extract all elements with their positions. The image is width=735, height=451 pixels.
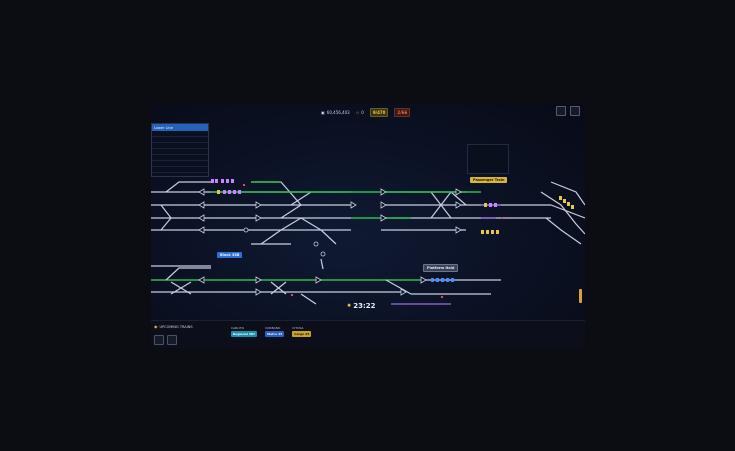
list-item[interactable]: CORBANO Metro 45 bbox=[265, 326, 285, 337]
lower-tracks bbox=[151, 258, 501, 305]
switch-tool-button[interactable] bbox=[167, 335, 177, 345]
score: ▣ 60,456,403 bbox=[321, 109, 350, 115]
sun-icon: ✹ bbox=[347, 303, 352, 309]
train-right-cluster[interactable] bbox=[481, 196, 574, 234]
track-network[interactable] bbox=[151, 104, 585, 320]
failure-badge[interactable]: 2/66 bbox=[394, 107, 411, 117]
train-blue-lower[interactable] bbox=[431, 278, 454, 282]
game-viewport[interactable]: ▣ 60,456,403 ☆ 0 9/470 2/66 Lower Line P… bbox=[151, 104, 585, 348]
train-yellow-upper[interactable] bbox=[217, 190, 241, 194]
signal-markers[interactable] bbox=[198, 188, 462, 296]
timetable-panel-header[interactable]: Lower Line bbox=[152, 124, 208, 131]
pause-button[interactable] bbox=[556, 106, 566, 116]
delay-badge[interactable]: 9/470 bbox=[369, 107, 389, 117]
top-bar: ▣ 60,456,403 ☆ 0 9/470 2/66 bbox=[321, 107, 411, 117]
train-tag: Cargo 25 bbox=[292, 331, 312, 337]
table-row bbox=[152, 161, 208, 167]
train-purple-upper[interactable] bbox=[211, 179, 234, 183]
game-clock: ✹ 23:22 bbox=[347, 302, 376, 310]
clock-icon: ◉ bbox=[154, 324, 158, 329]
table-row bbox=[152, 131, 208, 137]
train-code: CITOSA bbox=[292, 326, 304, 330]
train-label-passenger[interactable]: Passenger Train bbox=[470, 177, 508, 183]
table-row bbox=[152, 149, 208, 155]
junction-nodes[interactable] bbox=[243, 227, 408, 320]
purple-route bbox=[391, 204, 501, 305]
list-item[interactable]: CARLITO Regional 407 bbox=[231, 326, 258, 337]
train-tag: Metro 45 bbox=[265, 331, 285, 337]
upcoming-trains-bar: ◉ UPCOMING TRAINS CARLITO Regional 407 C… bbox=[151, 320, 585, 348]
platform-hold-label[interactable]: Platform Hold bbox=[423, 264, 459, 272]
block-signal-label[interactable]: Block 38B bbox=[217, 252, 243, 258]
side-indicator bbox=[579, 289, 582, 303]
timetable-panel[interactable]: Lower Line bbox=[151, 123, 209, 177]
list-item[interactable]: CITOSA Cargo 25 bbox=[292, 326, 312, 337]
star-icon: ☆ bbox=[355, 109, 360, 115]
money-icon: ▣ bbox=[321, 109, 325, 115]
table-row bbox=[152, 137, 208, 143]
train-code: CARLITO bbox=[231, 326, 244, 330]
train-code: CORBANO bbox=[265, 326, 281, 330]
table-row bbox=[152, 167, 208, 173]
train-tag: Regional 407 bbox=[231, 331, 258, 337]
table-row bbox=[152, 143, 208, 149]
platform-markers bbox=[243, 184, 503, 298]
route-tool-button[interactable] bbox=[154, 335, 164, 345]
upcoming-trains-title: ◉ UPCOMING TRAINS bbox=[154, 324, 193, 329]
upcoming-train-list: CARLITO Regional 407 CORBANO Metro 45 CI… bbox=[231, 326, 312, 337]
station-info-panel[interactable] bbox=[467, 144, 509, 174]
stars-counter: ☆ 0 bbox=[355, 109, 364, 115]
table-row bbox=[152, 155, 208, 161]
menu-button[interactable] bbox=[570, 106, 580, 116]
tool-buttons bbox=[154, 335, 177, 345]
